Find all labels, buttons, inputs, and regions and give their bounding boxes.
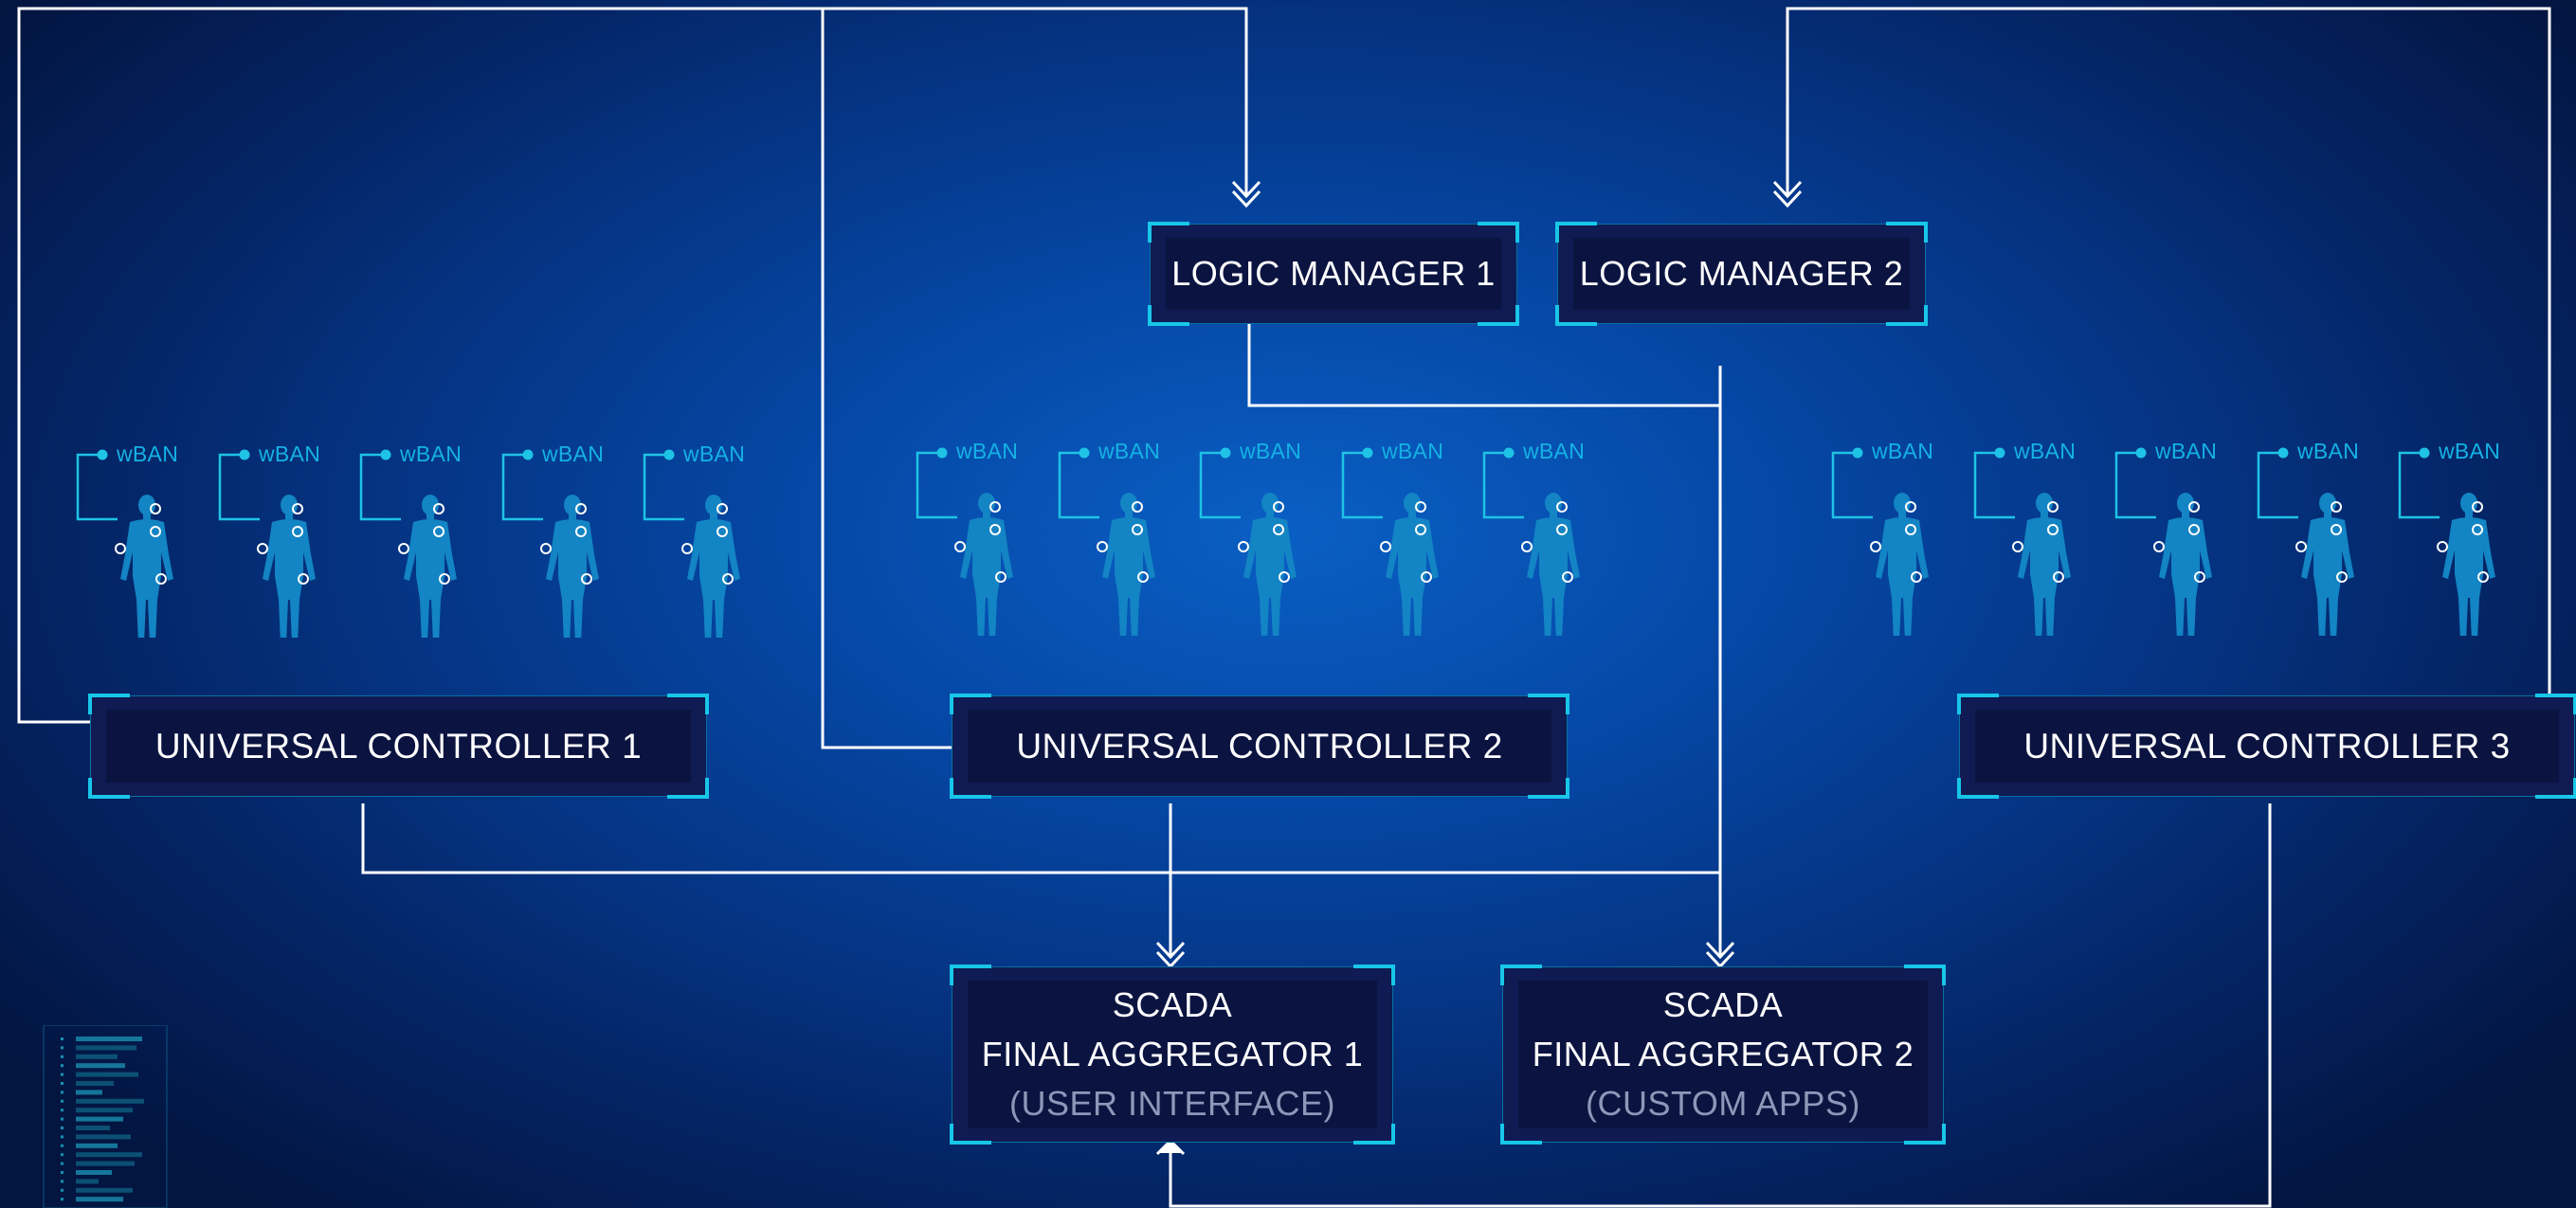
logic-manager-2-label: LOGIC MANAGER 2 bbox=[1579, 254, 1904, 293]
scada-aggregator-1: SCADA FINAL AGGREGATOR 1 (USER INTERFACE… bbox=[950, 965, 1395, 1145]
human-body-icon bbox=[1973, 447, 2071, 641]
status-bars-icon bbox=[43, 1025, 168, 1208]
scada-aggregator-2-line1: SCADA bbox=[1662, 985, 1784, 1024]
human-body-icon bbox=[76, 449, 173, 643]
human-body-icon bbox=[2398, 447, 2495, 641]
wban-node bbox=[643, 448, 766, 643]
connector-lm1-to-trunk bbox=[1247, 324, 1720, 407]
wban-node bbox=[2398, 446, 2521, 641]
wban-node bbox=[1831, 446, 1954, 641]
scada-aggregator-2-line2: FINAL AGGREGATOR 2 bbox=[1532, 1035, 1914, 1073]
wban-label: wBAN bbox=[1523, 439, 1586, 463]
universal-controller-2-label: UNIVERSAL CONTROLLER 2 bbox=[1016, 726, 1503, 766]
universal-controller-1: UNIVERSAL CONTROLLER 1 bbox=[88, 694, 709, 799]
scada-aggregator-1-line1: SCADA bbox=[1112, 985, 1233, 1024]
wban-label: wBAN bbox=[1098, 439, 1161, 463]
wban-label: wBAN bbox=[2155, 439, 2218, 463]
wban-node bbox=[359, 448, 482, 643]
arrow-down-icon bbox=[1705, 941, 1735, 960]
wban-label: wBAN bbox=[2439, 439, 2501, 463]
arrow-down-icon bbox=[1155, 941, 1186, 960]
wban-node bbox=[76, 448, 199, 643]
wban-label: wBAN bbox=[1240, 439, 1302, 463]
human-body-icon bbox=[1831, 447, 1929, 641]
logic-manager-1-label: LOGIC MANAGER 1 bbox=[1171, 254, 1496, 293]
logic-manager-2: LOGIC MANAGER 2 bbox=[1555, 222, 1928, 326]
human-body-icon bbox=[501, 449, 599, 643]
human-body-icon bbox=[1341, 447, 1439, 641]
universal-controller-3: UNIVERSAL CONTROLLER 3 bbox=[1957, 694, 2576, 799]
wban-label: wBAN bbox=[2297, 439, 2360, 463]
arrow-down-icon bbox=[1231, 180, 1261, 199]
wban-label: wBAN bbox=[956, 439, 1019, 463]
wban-node bbox=[1058, 446, 1181, 641]
wban-label: wBAN bbox=[259, 442, 321, 466]
human-body-icon bbox=[1058, 447, 1155, 641]
universal-controller-3-label: UNIVERSAL CONTROLLER 3 bbox=[2023, 726, 2511, 766]
wban-node bbox=[1341, 446, 1464, 641]
universal-controller-2: UNIVERSAL CONTROLLER 2 bbox=[950, 694, 1569, 799]
scada-aggregator-1-line2: FINAL AGGREGATOR 1 bbox=[981, 1035, 1364, 1073]
connector-uc3-to-lm2 bbox=[1786, 7, 2551, 722]
wban-node bbox=[1973, 446, 2096, 641]
wban-label: wBAN bbox=[683, 442, 746, 466]
human-body-icon bbox=[643, 449, 740, 643]
human-body-icon bbox=[2114, 447, 2212, 641]
connector-uc1-to-lm1 bbox=[17, 7, 1248, 724]
human-body-icon bbox=[1199, 447, 1297, 641]
wban-node bbox=[2257, 446, 2380, 641]
wban-label: wBAN bbox=[117, 442, 179, 466]
scada-aggregator-2-line3: (CUSTOM APPS) bbox=[1586, 1084, 1860, 1123]
universal-controller-1-label: UNIVERSAL CONTROLLER 1 bbox=[154, 726, 643, 766]
wban-label: wBAN bbox=[1382, 439, 1444, 463]
human-body-icon bbox=[916, 447, 1013, 641]
arrow-down-icon bbox=[1772, 189, 1803, 208]
wban-label: wBAN bbox=[1872, 439, 1934, 463]
scada-aggregator-2: SCADA FINAL AGGREGATOR 2 (CUSTOM APPS) bbox=[1500, 965, 1946, 1145]
arrow-down-icon bbox=[1231, 189, 1261, 208]
wban-node bbox=[218, 448, 341, 643]
arrow-up-icon bbox=[1160, 1138, 1181, 1153]
wban-label: wBAN bbox=[542, 442, 605, 466]
wban-label: wBAN bbox=[2014, 439, 2077, 463]
connector-uc1-to-trunk bbox=[361, 803, 1720, 874]
human-body-icon bbox=[359, 449, 457, 643]
wban-label: wBAN bbox=[400, 442, 463, 466]
connector-uc3-to-agg1 bbox=[1169, 803, 2272, 1208]
connector-uc2-to-top bbox=[821, 9, 952, 749]
human-body-icon bbox=[2257, 447, 2354, 641]
arrow-down-icon bbox=[1772, 180, 1803, 199]
human-body-icon bbox=[1482, 447, 1580, 641]
logic-manager-1: LOGIC MANAGER 1 bbox=[1148, 222, 1519, 326]
wban-node bbox=[501, 448, 625, 643]
human-body-icon bbox=[218, 449, 316, 643]
wban-node bbox=[1482, 446, 1605, 641]
wban-node bbox=[2114, 446, 2238, 641]
scada-aggregator-1-line3: (USER INTERFACE) bbox=[1008, 1084, 1336, 1123]
wban-node bbox=[916, 446, 1039, 641]
wban-node bbox=[1199, 446, 1322, 641]
